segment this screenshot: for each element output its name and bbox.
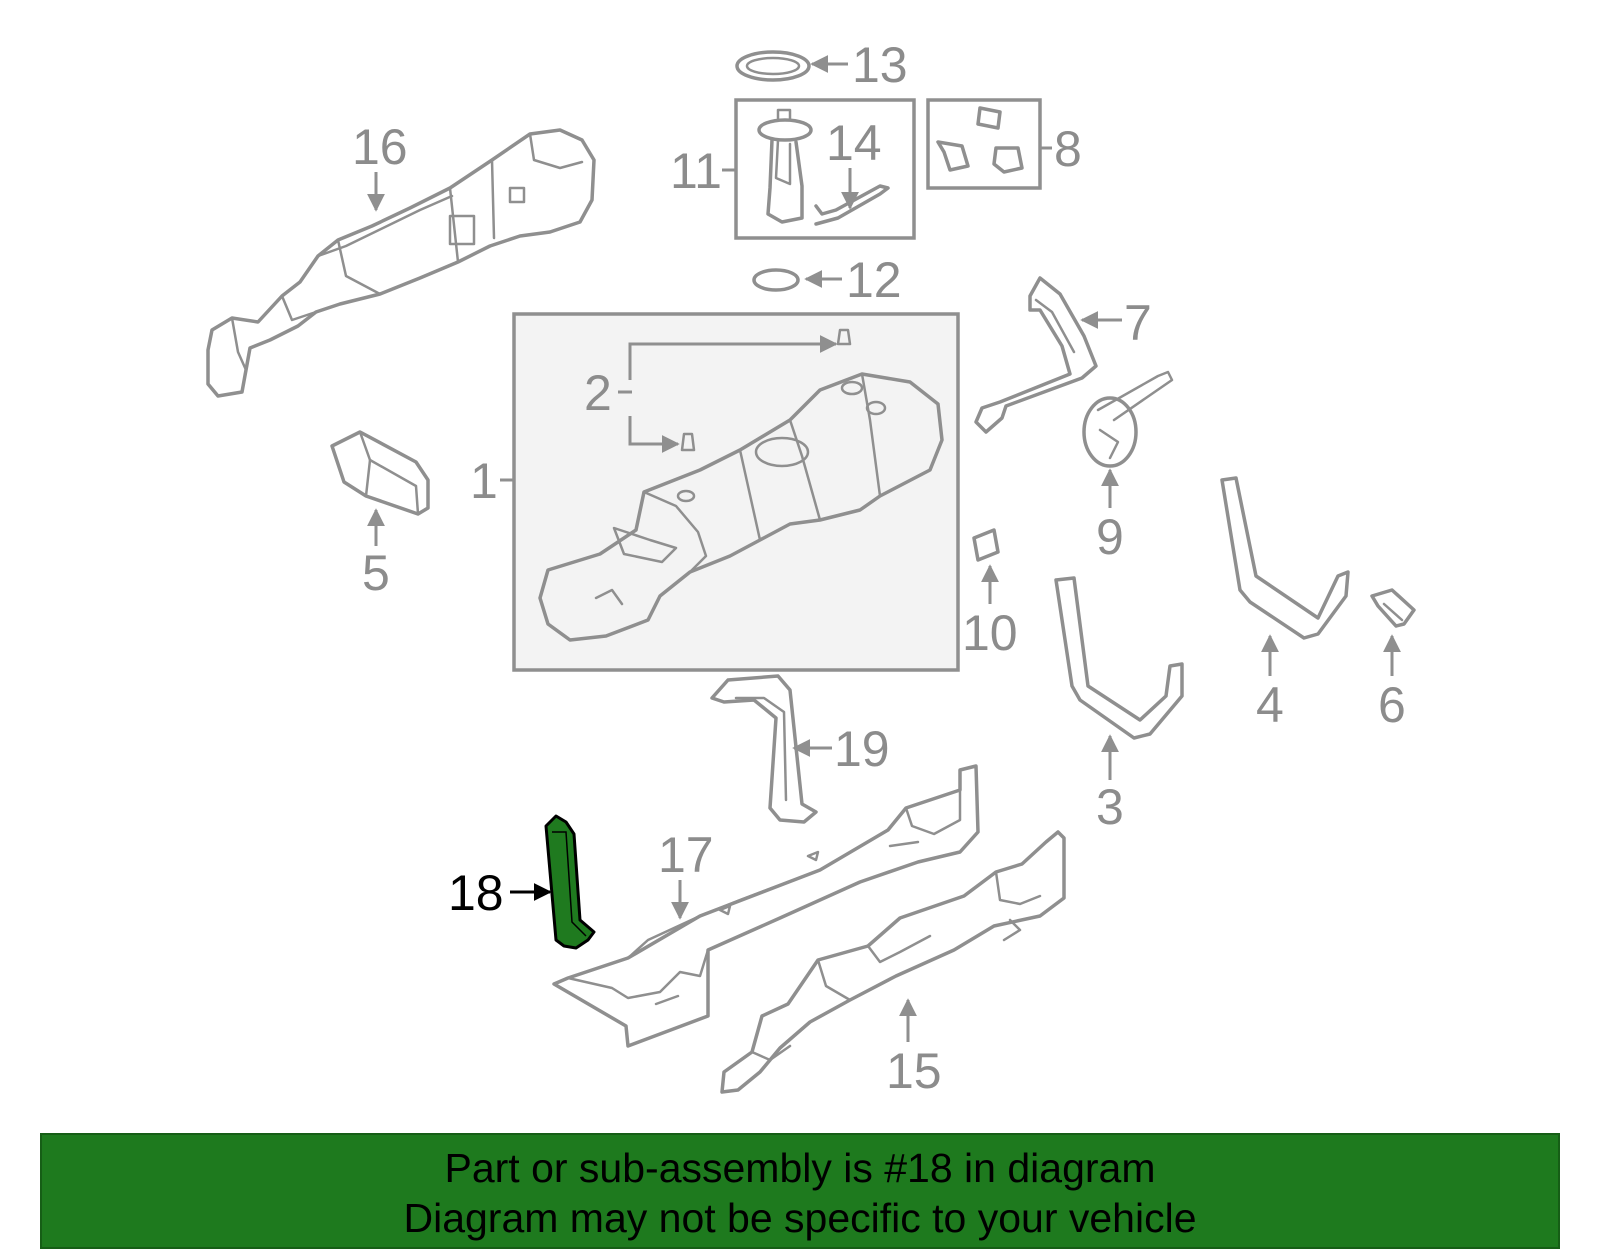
clips-box <box>926 98 1042 190</box>
callout-11: 11 <box>670 143 722 199</box>
leader-2b <box>628 416 680 453</box>
part-9-sender[interactable] <box>1082 370 1174 468</box>
info-banner: Part or sub-assembly is #18 in diagram D… <box>40 1133 1560 1249</box>
part-15-skid-plate[interactable] <box>720 830 1066 1094</box>
part-17-skid-plate[interactable] <box>552 764 980 1048</box>
callout-19: 19 <box>834 721 890 777</box>
callout-13: 13 <box>852 37 908 93</box>
banner-line-1: Part or sub-assembly is #18 in diagram <box>444 1145 1156 1191</box>
part-12-gasket[interactable] <box>752 268 800 292</box>
callout-4: 4 <box>1256 677 1284 733</box>
part-11-fuel-pump[interactable] <box>757 108 813 224</box>
part-8-clips[interactable] <box>936 106 1024 174</box>
callout-7: 7 <box>1124 295 1152 351</box>
callout-18: 18 <box>448 865 504 921</box>
callout-1: 1 <box>470 453 498 509</box>
part-14-wiring[interactable] <box>814 184 890 226</box>
fuel-pump-box <box>734 98 916 240</box>
callout-10: 10 <box>962 605 1018 661</box>
callout-17: 17 <box>658 827 714 883</box>
part-16-shield[interactable] <box>206 128 596 398</box>
callout-15: 15 <box>886 1043 942 1099</box>
callout-8: 8 <box>1054 121 1082 177</box>
part-6-bolt[interactable] <box>1370 588 1416 628</box>
part-1-fuel-tank[interactable] <box>538 372 944 642</box>
part-10-pad[interactable] <box>972 528 1000 562</box>
part-7-filler-pipe[interactable] <box>974 276 1098 434</box>
part-13-lock-ring[interactable] <box>735 50 811 82</box>
part-4-strap[interactable] <box>1220 476 1350 640</box>
callout-14: 14 <box>826 115 882 171</box>
callout-3: 3 <box>1096 779 1124 835</box>
leader-2a <box>628 335 838 380</box>
callout-2: 2 <box>584 365 612 421</box>
callout-12: 12 <box>846 252 902 308</box>
callout-5: 5 <box>362 545 390 601</box>
part-3-strap[interactable] <box>1054 576 1184 740</box>
callout-6: 6 <box>1378 677 1406 733</box>
part-5-bracket[interactable] <box>330 430 430 516</box>
part-2-bolts[interactable] <box>680 328 852 452</box>
callout-9: 9 <box>1096 509 1124 565</box>
part-18-highlighted[interactable] <box>544 814 596 950</box>
part-19-strap[interactable] <box>710 674 818 824</box>
banner-line-2: Diagram may not be specific to your vehi… <box>403 1195 1197 1241</box>
callout-16: 16 <box>352 119 408 175</box>
